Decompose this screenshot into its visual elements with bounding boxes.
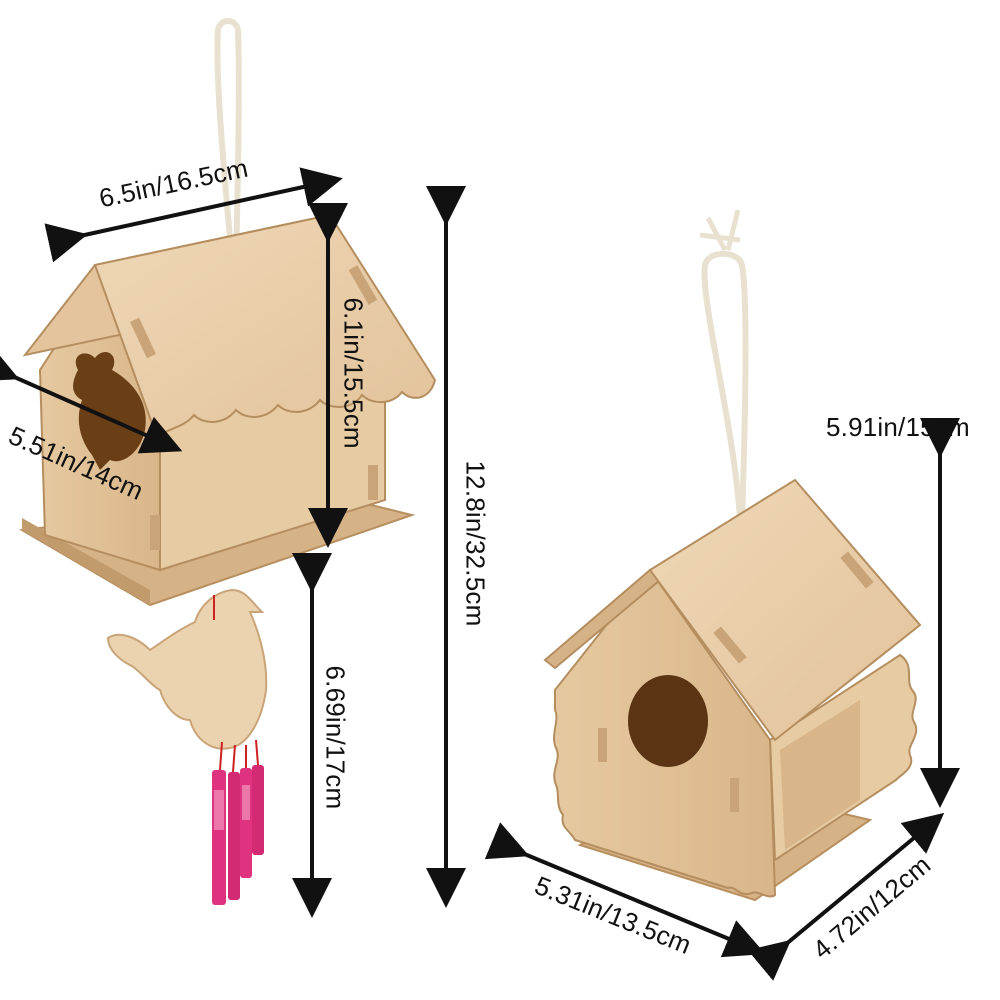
standing-birdhouse [543, 209, 922, 902]
label-hanging-house-height: 6.1in/15.5cm [338, 297, 369, 449]
entrance-hole [628, 675, 708, 767]
hanging-bird [106, 588, 268, 750]
label-hanging-chime-height: 6.69in/17cm [320, 665, 351, 810]
rope-loop [214, 18, 242, 263]
wind-chime [212, 765, 264, 905]
dimension-arrows-right [484, 418, 960, 981]
label-house-height: 5.91in/15cm [826, 412, 970, 442]
label-hanging-total-height: 12.8in/32.5cm [460, 460, 491, 627]
dimension-arrows-left [0, 167, 466, 918]
rope-loop-2 [701, 250, 749, 521]
